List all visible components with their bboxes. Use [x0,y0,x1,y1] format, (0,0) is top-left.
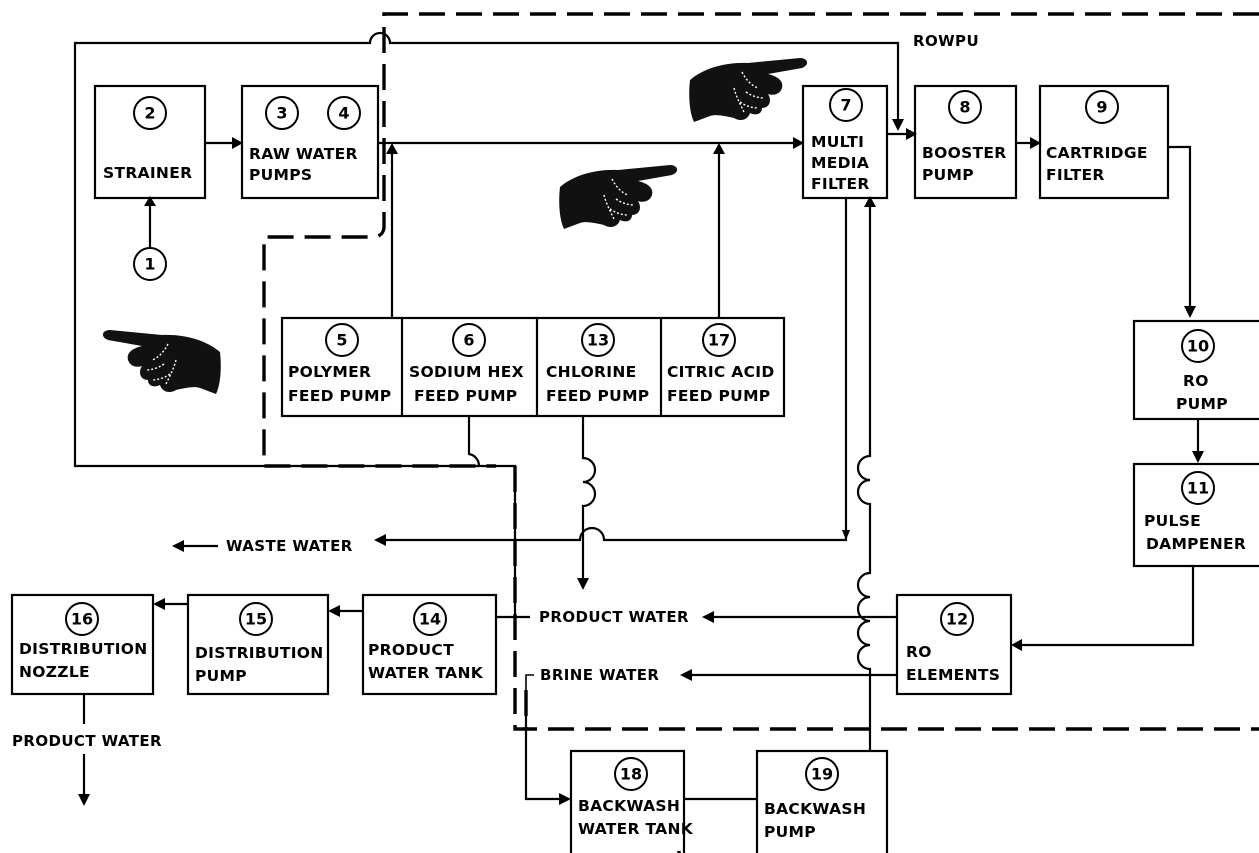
pulse-dampener-label: DAMPENER [1146,535,1246,553]
component-number: 13 [587,331,609,350]
flow-labels: ROWPU WASTE WATER PRODUCT WATER BRINE WA… [12,32,979,750]
component-number: 5 [336,331,347,350]
backwash-pump-label: BACKWASH [764,800,866,818]
ro-elements-label: ELEMENTS [906,666,1000,684]
component-number: 18 [620,765,642,784]
product-water-tank-box [361,593,498,696]
cartridge-filter-label: FILTER [1046,166,1105,184]
flow-lines [73,31,1204,806]
component-number: 2 [144,104,155,123]
component-number: 6 [463,331,474,350]
component-number: 17 [708,331,730,350]
component-number: 14 [419,610,441,629]
sodium-hex-feed-pump-label: FEED PUMP [414,387,517,405]
distribution-pump-label: DISTRIBUTION [195,644,324,662]
polymer-feed-pump-label: FEED PUMP [288,387,391,405]
polymer-feed-pump-label: POLYMER [288,363,371,381]
pointing-hand-icon [688,57,808,123]
pulse-dampener-label: PULSE [1144,512,1201,530]
product-water-tank-label: WATER TANK [368,664,484,682]
cartridge-filter-label: CARTRIDGE [1046,144,1148,162]
component-number: 7 [840,96,851,115]
waste-water-label: WASTE WATER [226,537,353,555]
booster-pump-label: BOOSTER [922,144,1007,162]
backwash-pump-label: PUMP [764,823,816,841]
component-number: 10 [1187,337,1209,356]
multi-media-filter-label: MULTI [811,133,864,151]
component-number: 3 [276,104,287,123]
citric-acid-feed-pump-label: FEED PUMP [667,387,770,405]
distribution-nozzle-label: NOZZLE [19,663,90,681]
sodium-hex-feed-pump-label: SODIUM HEX [409,363,524,381]
pointing-hand-icon [558,164,678,230]
brine-water-label: BRINE WATER [540,666,659,684]
component-number: 15 [245,610,267,629]
pulse-dampener-box [1132,462,1259,568]
component-number-circles: 1 2 3 4 5 6 13 17 7 8 9 10 11 12 14 15 1… [65,88,1215,791]
component-labels: STRAINER RAW WATER PUMPS POLYMER FEED PU… [19,133,1246,841]
pointing-hand-icon [102,329,222,395]
ro-pump-label: PUMP [1176,395,1228,413]
chlorine-feed-pump-label: FEED PUMP [546,387,649,405]
chlorine-feed-pump-label: CHLORINE [546,363,637,381]
multi-media-filter-label: FILTER [811,175,870,193]
component-number: 9 [1096,98,1107,117]
backwash-water-tank-label: WATER TANK [578,820,694,838]
product-water-label: PRODUCT WATER [539,608,689,626]
product-water-tank-label: PRODUCT [368,641,454,659]
ro-pump-label: RO [1183,372,1209,390]
raw-water-pumps-label: PUMPS [249,166,312,184]
distribution-pump-label: PUMP [195,667,247,685]
component-number: 19 [811,765,833,784]
backwash-water-tank-label: BACKWASH [578,797,680,815]
booster-pump-label: PUMP [922,166,974,184]
citric-acid-feed-pump-label: CITRIC ACID [667,363,775,381]
component-number: 16 [71,610,93,629]
cartridge-filter-box [1038,84,1170,200]
ro-elements-label: RO [906,643,932,661]
component-number: 11 [1187,479,1209,498]
strainer-label: STRAINER [103,164,192,182]
feed-pumps-box [280,316,786,418]
component-number: 8 [959,98,970,117]
distribution-nozzle-label: DISTRIBUTION [19,640,148,658]
component-number: 12 [946,610,968,629]
component-number: 4 [338,104,349,123]
component-number: 1 [144,255,155,274]
raw-water-pumps-label: RAW WATER [249,145,358,163]
multi-media-filter-label: MEDIA [811,154,869,172]
product-water-out-label: PRODUCT WATER [12,732,162,750]
rowpu-label: ROWPU [913,32,979,50]
